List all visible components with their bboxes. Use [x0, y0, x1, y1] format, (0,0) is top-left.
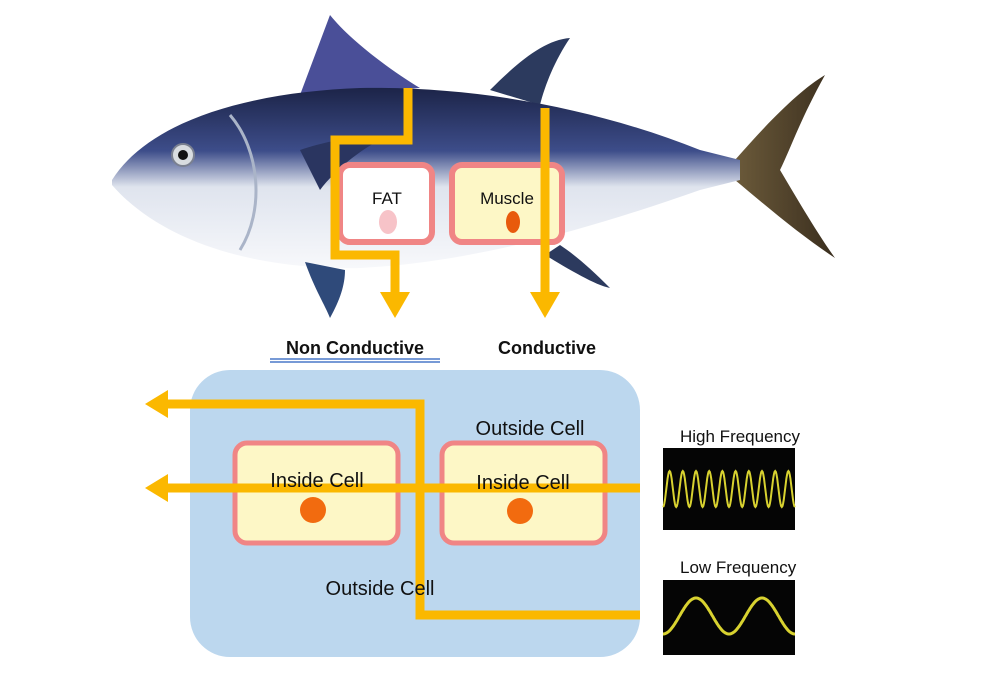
pelvic-fin	[305, 262, 345, 318]
dorsal-fin	[300, 15, 420, 95]
inside-cell-right-label: Inside Cell	[476, 472, 569, 494]
conductive-label: Conductive	[498, 338, 596, 358]
muscle-label: Muscle	[480, 189, 534, 208]
outside-cell-top-label: Outside Cell	[476, 418, 585, 440]
inside-cell-left	[232, 440, 401, 546]
tail-fin	[735, 75, 835, 258]
high-frequency-current-arrow	[145, 474, 640, 502]
inside-cell-right	[439, 440, 608, 546]
fat-nucleus	[379, 210, 397, 234]
low-frequency-label: Low Frequency	[680, 558, 797, 577]
nucleus-left	[300, 497, 326, 523]
pectoral-fin	[300, 138, 380, 190]
anal-fin	[545, 245, 610, 288]
muscle-tissue-box: Muscle	[449, 162, 565, 245]
fat-label: FAT	[372, 189, 402, 208]
low-frequency-scope	[663, 580, 795, 655]
gill-cover	[228, 114, 258, 251]
high-frequency-label: High Frequency	[680, 427, 801, 446]
fat-tissue-box: FAT	[337, 162, 435, 245]
outside-cell-bottom-label: Outside Cell	[326, 578, 435, 600]
inside-cell-left-label: Inside Cell	[270, 470, 363, 492]
non-conductive-label: Non Conductive	[286, 338, 424, 358]
muscle-nucleus	[506, 211, 520, 233]
non-conductive-arrow	[330, 88, 413, 318]
conductive-arrow	[530, 108, 560, 318]
high-frequency-scope	[662, 448, 796, 530]
low-frequency-current-arrow	[145, 390, 640, 620]
nucleus-right	[507, 498, 533, 524]
second-dorsal-fin	[490, 38, 570, 105]
